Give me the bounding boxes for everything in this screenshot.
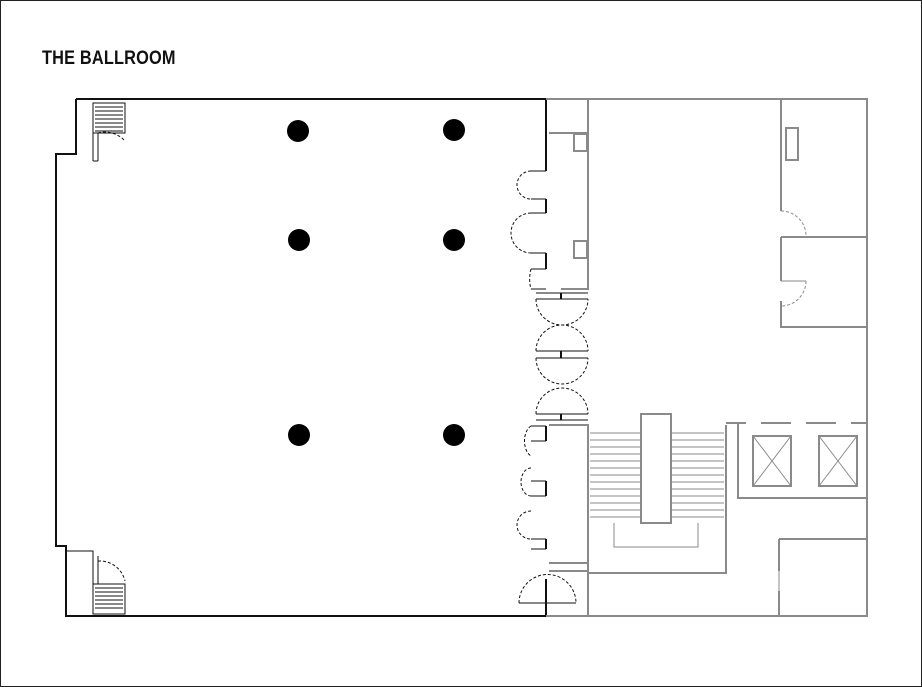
columns bbox=[287, 119, 465, 446]
elevators bbox=[726, 422, 867, 499]
stair-top-left bbox=[75, 99, 126, 162]
service-rooms bbox=[549, 99, 867, 616]
stair-main bbox=[587, 413, 727, 574]
stair-bottom-left bbox=[66, 550, 126, 615]
ballroom-east-doors bbox=[510, 170, 577, 604]
corridor-doors bbox=[535, 292, 589, 421]
floorplan-title: THE BALLROOM bbox=[42, 48, 176, 69]
service-area-outline bbox=[546, 98, 868, 617]
ballroom-room bbox=[55, 98, 547, 617]
